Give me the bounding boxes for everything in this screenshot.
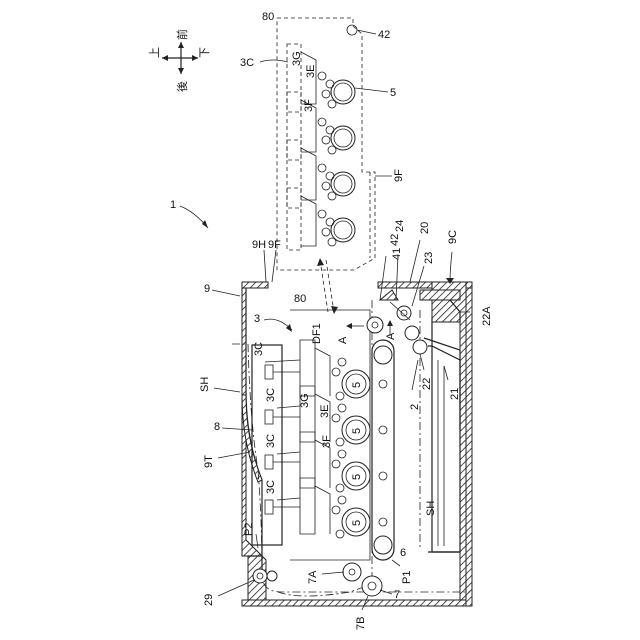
label-24: 24 [394, 220, 406, 232]
label-7B: 7B [355, 617, 367, 630]
direction-compass: 上 下 前 後 [148, 29, 211, 92]
label-3C-c: 3C [265, 434, 277, 448]
transfer-belt [372, 340, 394, 560]
label-P1: P1 [401, 571, 413, 584]
drawer-unit-removed: 80 42 3C 3G 3E 5 3F 9F [240, 11, 405, 270]
label-21: 21 [449, 388, 461, 400]
label-80-top: 80 [262, 11, 274, 23]
label-2: 2 [409, 404, 421, 410]
label-41: 41 [391, 248, 403, 260]
label-80-mid: 80 [294, 293, 306, 305]
compass-front: 前 [175, 29, 189, 40]
cassette-right [420, 290, 460, 300]
fuser [343, 563, 382, 596]
label-42-top: 42 [378, 29, 390, 41]
label-SH-left: SH [199, 377, 211, 392]
housing-top-wall [242, 282, 268, 288]
label-3G-top: 3G [291, 51, 303, 66]
label-3E-in: 3E [319, 405, 331, 418]
feed-rollers [367, 290, 460, 552]
label-3C-top: 3C [240, 57, 254, 69]
housing-bottom-wall [242, 600, 472, 606]
label-7: 7 [394, 589, 400, 601]
label-9F-top: 9F [393, 169, 405, 182]
label-22: 22 [421, 378, 433, 390]
sheet-cassette [428, 346, 460, 552]
label-1: 1 [170, 199, 176, 211]
label-6: 6 [400, 547, 406, 559]
label-3E-top: 3E [305, 65, 317, 78]
label-5-top: 5 [390, 87, 396, 99]
label-9H: 9H [252, 239, 266, 251]
label-DF1: DF1 [311, 323, 323, 344]
housing-right-wall [466, 282, 472, 606]
label-3F-top: 3F [303, 99, 315, 112]
label-29: 29 [203, 594, 215, 606]
label-3C-b: 3C [265, 388, 277, 402]
label-22A: 22A [481, 306, 493, 326]
label-20: 20 [419, 222, 431, 234]
label-9F-mid: 9F [268, 239, 281, 251]
label-3C-d: 3C [265, 480, 277, 494]
top-cover-curve [246, 288, 262, 556]
label-5d: 5 [351, 520, 363, 526]
label-9: 9 [204, 283, 210, 295]
label-3C-a: 3C [253, 342, 265, 356]
label-SH-right: SH [425, 501, 437, 516]
label-A1: A [337, 336, 349, 344]
label-9C: 9C [447, 230, 459, 244]
label-3G-in: 3G [299, 393, 311, 408]
label-5a: 5 [351, 382, 363, 388]
label-3: 3 [254, 313, 260, 325]
label-5b: 5 [351, 428, 363, 434]
reference-1: 1 [170, 199, 208, 228]
exit-rollers [253, 569, 277, 583]
compass-down: 下 [199, 47, 211, 58]
label-P2: P2 [243, 523, 255, 536]
label-42-mid: 42 [389, 234, 401, 246]
label-9T: 9T [203, 455, 215, 468]
compass-rear: 後 [175, 81, 189, 92]
label-7A: 7A [307, 570, 319, 584]
label-5c: 5 [351, 474, 363, 480]
label-A2: A [385, 332, 397, 340]
label-8: 8 [214, 421, 220, 433]
label-23: 23 [423, 252, 435, 264]
label-3F-in: 3F [321, 435, 333, 448]
compass-up: 上 [148, 47, 161, 58]
drums-top [318, 72, 355, 246]
